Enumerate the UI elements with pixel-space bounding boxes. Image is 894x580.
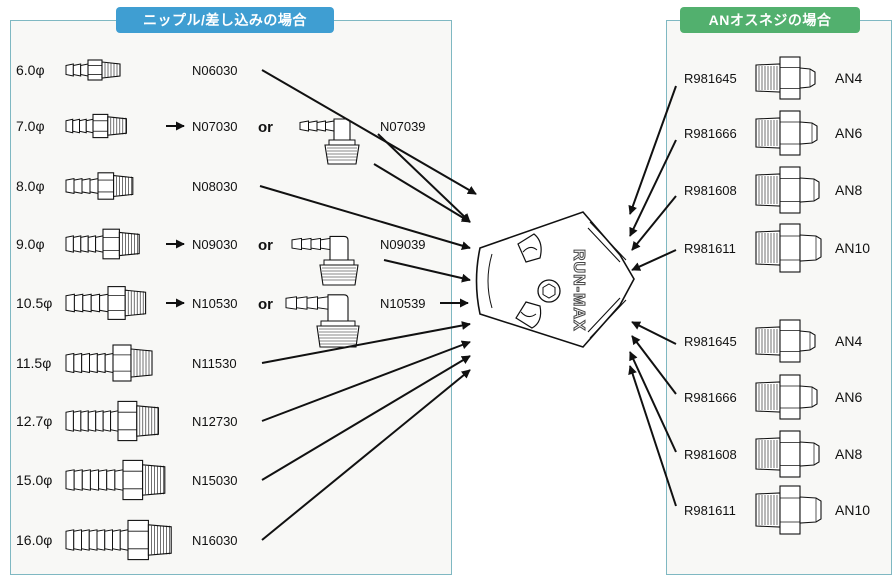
or-label-4: or	[258, 296, 273, 313]
an-fitting-2	[755, 166, 820, 214]
elbow-part-3: N09039	[380, 237, 426, 252]
an-size-2: AN8	[835, 182, 862, 198]
nipple-fitting-0	[65, 59, 121, 81]
an-size-6: AN8	[835, 446, 862, 462]
an-size-7: AN10	[835, 502, 870, 518]
arrow-N07039-b	[373, 163, 471, 223]
an-fitting-5	[755, 374, 818, 420]
arrow-R981608-top	[631, 195, 677, 251]
nipple-size-label-6: 12.7φ	[16, 413, 52, 429]
nipple-fitting-1	[65, 113, 127, 139]
nipple-size-label-1: 7.0φ	[16, 118, 45, 134]
run-max-logo: RUN-MAX	[570, 249, 587, 332]
nipple-size-label-4: 10.5φ	[16, 295, 52, 311]
elbow-fitting-4	[285, 294, 360, 348]
nipple-part-5: N11530	[192, 356, 237, 371]
an-size-1: AN6	[835, 125, 862, 141]
run-max-block: RUN-MAX	[475, 211, 635, 348]
an-fitting-panel	[666, 20, 892, 575]
elbow-part-1: N07039	[380, 119, 426, 134]
an-fitting-panel-header: ANオスネジの場合	[680, 7, 860, 33]
nipple-size-label-8: 16.0φ	[16, 532, 52, 548]
nipple-part-7: N15030	[192, 473, 238, 488]
an-part-6: R981608	[684, 447, 737, 462]
an-fitting-4	[755, 319, 816, 363]
an-size-3: AN10	[835, 240, 870, 256]
nipple-part-1: N07030	[192, 119, 238, 134]
or-label-1: or	[258, 119, 273, 136]
an-part-4: R981645	[684, 334, 737, 349]
nipple-size-label-3: 9.0φ	[16, 236, 45, 252]
an-part-2: R981608	[684, 183, 737, 198]
arrow-R981611-bottom	[628, 365, 677, 507]
an-fitting-1	[755, 110, 818, 156]
an-part-0: R981645	[684, 71, 737, 86]
nipple-part-2: N08030	[192, 179, 238, 194]
arrow-N09039	[383, 259, 471, 283]
nipple-fitting-5	[65, 344, 153, 382]
arrow-N08030	[259, 185, 471, 251]
arrow-N07039	[377, 133, 471, 223]
nipple-size-label-5: 11.5φ	[16, 355, 51, 371]
or-label-3: or	[258, 237, 273, 254]
nipple-size-label-2: 8.0φ	[16, 178, 45, 194]
an-size-4: AN4	[835, 333, 862, 349]
arrow-N16030	[261, 369, 471, 541]
an-size-0: AN4	[835, 70, 862, 86]
nipple-panel-header: ニップル/差し込みの場合	[116, 7, 334, 33]
arrow-R981611-top	[631, 249, 677, 271]
an-size-5: AN6	[835, 389, 862, 405]
elbow-part-4: N10539	[380, 296, 426, 311]
nipple-size-label-7: 15.0φ	[16, 472, 52, 488]
an-part-3: R981611	[684, 241, 736, 256]
nipple-part-6: N12730	[192, 414, 238, 429]
nipple-fitting-4	[65, 286, 147, 320]
nipple-fitting-3	[65, 228, 140, 260]
hex-bolt	[537, 279, 561, 303]
nipple-part-8: N16030	[192, 533, 238, 548]
elbow-fitting-3	[291, 235, 359, 286]
arrow-N12730	[261, 340, 471, 422]
nipple-part-4: N10530	[192, 296, 238, 311]
arrow-N15030	[261, 355, 471, 481]
nipple-part-3: N09030	[192, 237, 238, 252]
arrow-N11530	[261, 321, 471, 364]
an-fitting-6	[755, 430, 820, 478]
an-fitting-0	[755, 56, 816, 100]
arrow-R981608-bottom	[629, 351, 677, 453]
an-fitting-3	[755, 223, 822, 273]
arrow-R981645-bottom	[631, 321, 677, 345]
nipple-part-0: N06030	[192, 63, 238, 78]
arrow-N06030	[261, 69, 477, 195]
an-fitting-7	[755, 485, 822, 535]
an-part-5: R981666	[684, 390, 737, 405]
elbow-fitting-1	[299, 118, 360, 165]
nipple-fitting-6	[65, 400, 159, 442]
nipple-fitting-7	[65, 459, 166, 501]
nipple-fitting-8	[65, 519, 172, 561]
an-part-7: R981611	[684, 503, 736, 518]
nipple-fitting-2	[65, 172, 134, 200]
nipple-size-label-0: 6.0φ	[16, 62, 45, 78]
an-part-1: R981666	[684, 126, 737, 141]
arrow-R981666-top	[629, 139, 677, 237]
arrow-R981666-bottom	[631, 335, 677, 395]
arrow-R981645-top	[628, 85, 677, 215]
